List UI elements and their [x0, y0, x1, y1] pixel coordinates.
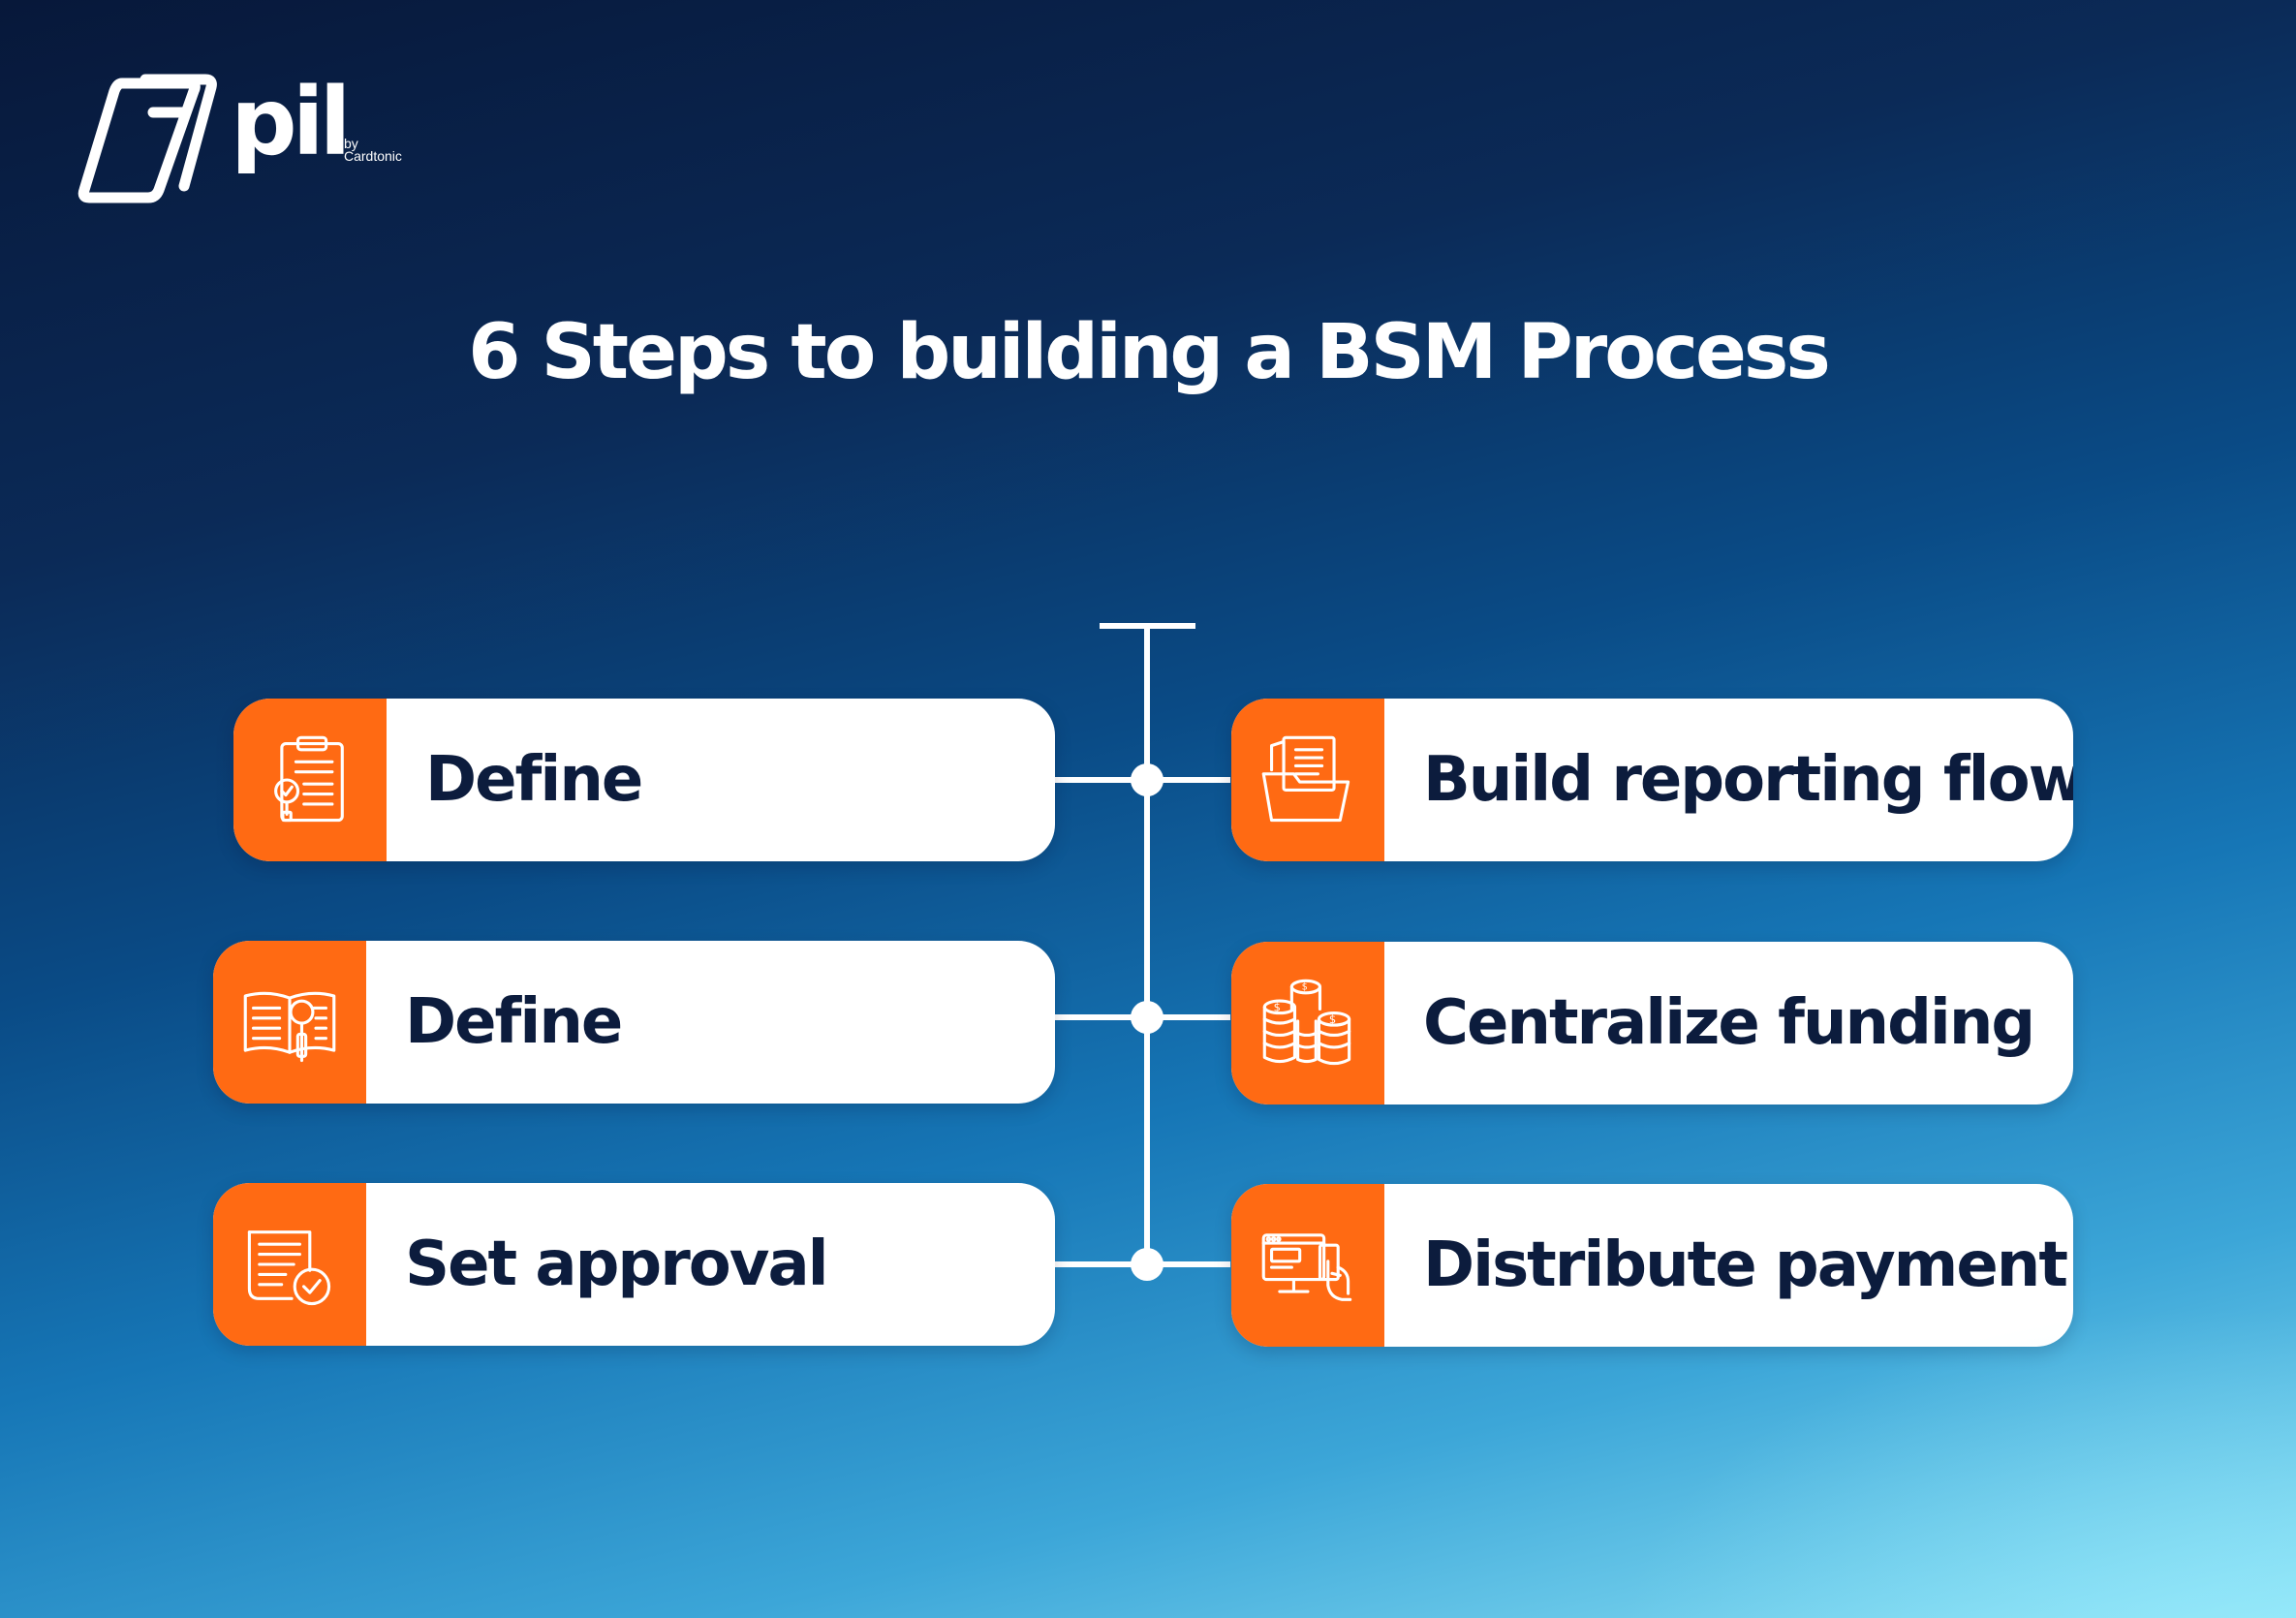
step-card-centralize-funding: $ $ $ Centralize funding — [1231, 942, 2073, 1105]
step-label: Distribute payment — [1423, 1229, 2068, 1301]
svg-text:$: $ — [1329, 1012, 1336, 1026]
pil-logo-mark-icon — [78, 74, 217, 203]
step-card-define-2: Define — [213, 941, 1055, 1104]
coin-stacks-icon: $ $ $ — [1262, 979, 1351, 1066]
document-approved-icon — [247, 1230, 331, 1306]
monitor-payment-icon — [1261, 1233, 1352, 1301]
svg-text:$: $ — [1302, 982, 1308, 993]
step-label: Build reporting flow — [1423, 744, 2073, 816]
junction-dot-1 — [1131, 763, 1164, 796]
folder-documents-icon — [1261, 735, 1350, 823]
step-label: Centralize funding — [1423, 987, 2035, 1059]
step-card-set-approval: Set approval — [213, 1183, 1055, 1346]
step-label: Define — [425, 744, 643, 816]
brand-name: pil — [231, 68, 352, 176]
brand-by: by — [344, 136, 358, 151]
step-label: Define — [405, 986, 623, 1058]
step-icon-box — [1231, 699, 1384, 861]
step-icon-box — [1231, 1184, 1384, 1347]
step-icon-box — [233, 699, 387, 861]
clipboard-checklist-icon — [274, 735, 344, 823]
step-label: Set approval — [405, 1229, 829, 1300]
brand-byline: by Cardtonic — [344, 136, 402, 164]
svg-text:$: $ — [1274, 1001, 1281, 1014]
step-icon-box — [213, 1183, 366, 1346]
page-title: 6 Steps to building a BSM Process — [468, 309, 1831, 396]
step-icon-box: $ $ $ — [1231, 942, 1384, 1105]
step-card-build-reporting-flow: Build reporting flow — [1231, 699, 2073, 861]
brand-company: Cardtonic — [344, 148, 402, 164]
junction-dot-3 — [1131, 1248, 1164, 1281]
junction-dot-2 — [1131, 1001, 1164, 1034]
book-magnifier-icon — [243, 991, 336, 1063]
step-card-distribute-payment: Distribute payment — [1231, 1184, 2073, 1347]
step-card-define-1: Define — [233, 699, 1055, 861]
brand-logo: pil by Cardtonic — [76, 70, 482, 205]
step-icon-box — [213, 941, 366, 1104]
